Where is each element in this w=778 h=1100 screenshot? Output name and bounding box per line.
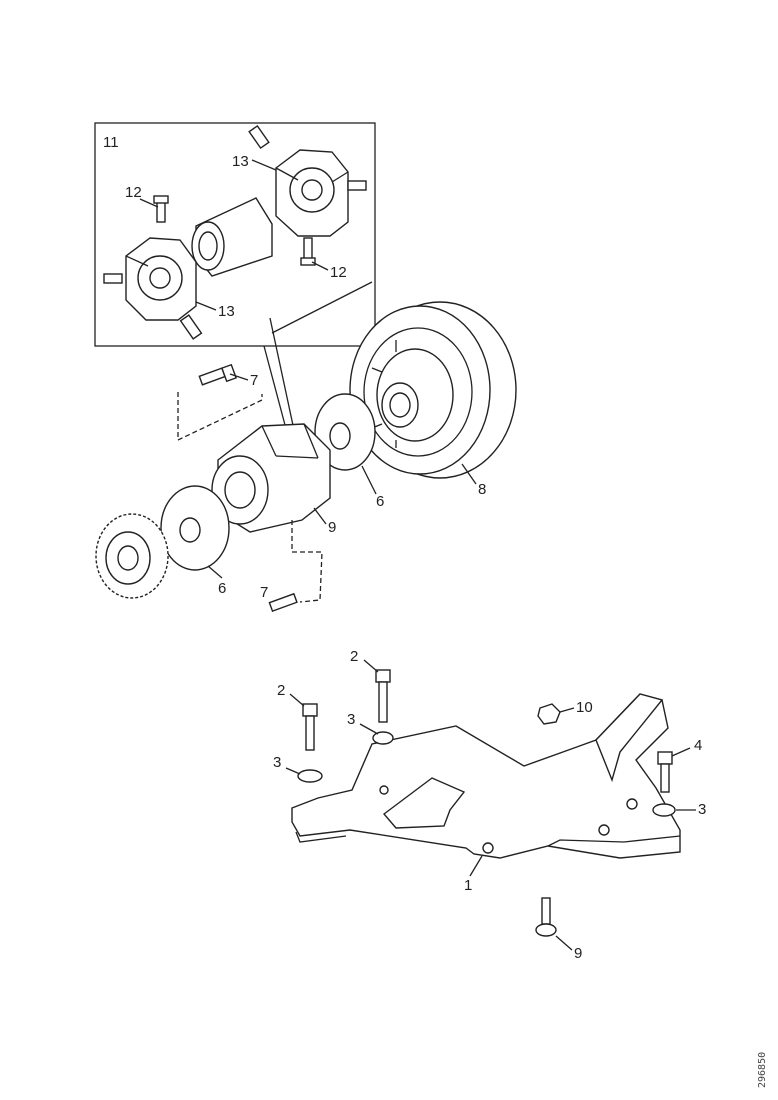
callout-9-bottom: 9 [574, 945, 582, 962]
drive-assembly: 7 7 6 6 9 8 [95, 301, 517, 613]
washer-3-middle [372, 731, 394, 745]
drawing-reference: 296850 [757, 1052, 768, 1088]
nut-10 [537, 703, 561, 725]
callout-11: 11 [103, 134, 119, 151]
callout-2-left: 2 [277, 682, 285, 699]
callout-1: 1 [464, 877, 472, 894]
bracket-plate-1 [291, 693, 681, 859]
drive-plate-6-left [160, 485, 230, 571]
inset-leader-2 [263, 345, 286, 426]
callout-7-lower: 7 [260, 584, 268, 601]
callout-12-right: 12 [330, 264, 347, 281]
inset-frame [94, 122, 376, 347]
inset-leader-3 [271, 281, 373, 334]
callout-8: 8 [478, 481, 486, 498]
callout-6-right: 6 [376, 493, 384, 510]
washer-3-right [652, 803, 676, 817]
callout-4: 4 [694, 737, 702, 754]
callout-9-coupling: 9 [328, 519, 336, 536]
callout-10: 10 [576, 699, 593, 716]
inset-bolt-12-left [153, 195, 169, 223]
inset-coupling-half-upper [248, 124, 367, 237]
mounting-bracket-assembly: 2 2 3 3 10 4 3 1 9 [273, 648, 706, 962]
bolt-4 [657, 751, 673, 793]
inset-coupling-half-lower [103, 237, 203, 340]
callout-3-middle: 3 [347, 711, 355, 728]
flex-coupling-9 [211, 423, 331, 533]
pulley-8 [349, 301, 517, 479]
callout-6-left: 6 [218, 580, 226, 597]
callout-13-upper: 13 [232, 153, 249, 170]
inset-sleeve [191, 197, 273, 277]
callout-2-middle: 2 [350, 648, 358, 665]
inset-leader-1 [269, 317, 295, 431]
callout-3-right: 3 [698, 801, 706, 818]
callout-13-lower: 13 [218, 303, 235, 320]
callout-3-left: 3 [273, 754, 281, 771]
bolt-9-bottom [535, 897, 557, 937]
washer-3-left [297, 769, 323, 783]
bolt-7-lower [268, 520, 323, 613]
callout-12-left: 12 [125, 184, 142, 201]
inset-coupling-kit: 11 12 13 12 13 [94, 122, 376, 431]
bolt-2-left [302, 703, 318, 751]
gear-hub [95, 513, 169, 599]
callout-7-upper: 7 [250, 372, 258, 389]
inset-bolt-12-right [300, 237, 316, 266]
bolt-7-upper [177, 363, 263, 442]
bolt-2-middle [375, 669, 391, 723]
